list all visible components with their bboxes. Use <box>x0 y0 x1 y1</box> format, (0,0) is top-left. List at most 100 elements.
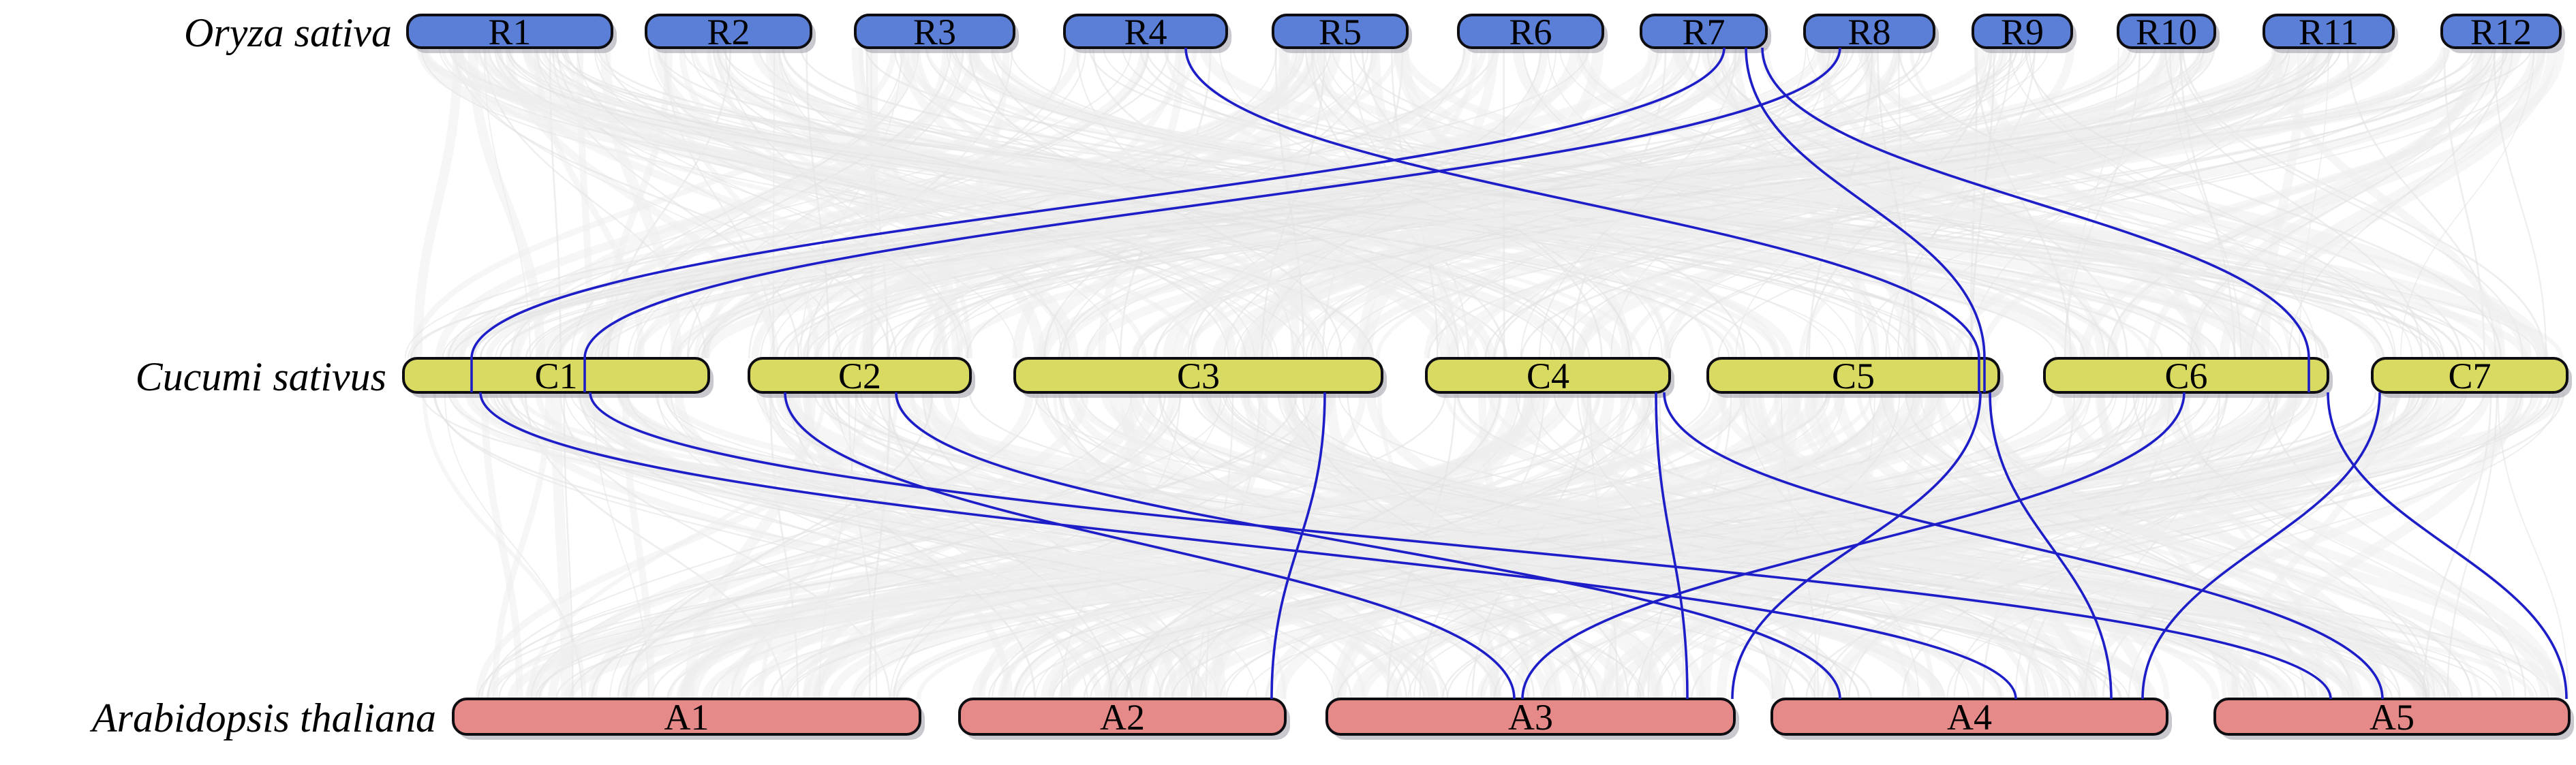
chromosome-label-R2: R2 <box>707 12 750 52</box>
background-link <box>507 392 2305 700</box>
background-link <box>1637 392 1901 700</box>
background-link <box>493 392 1591 700</box>
background-link <box>1045 392 1598 700</box>
chromosome-R7 <box>1640 14 1768 49</box>
background-link <box>1897 47 2463 359</box>
chromosome-R12 <box>2440 14 2562 49</box>
chromosome-R6 <box>1457 14 1604 49</box>
background-link <box>1163 47 2477 359</box>
chromosome-label-A2: A2 <box>1100 697 1145 738</box>
background-link <box>485 47 1992 359</box>
background-link <box>575 47 1329 359</box>
background-link <box>1972 392 2387 700</box>
background-link <box>1171 392 2468 700</box>
background-link <box>1745 392 2318 700</box>
chromosome-label-C7: C7 <box>2448 356 2491 396</box>
background-link <box>1124 392 2083 700</box>
background-link <box>532 392 1180 700</box>
background-link <box>1052 392 2421 700</box>
background-link <box>620 392 1145 700</box>
background-link <box>970 47 2078 359</box>
chromosome-label-C5: C5 <box>1832 356 1875 396</box>
background-link <box>495 47 2057 359</box>
background-link <box>800 47 2329 359</box>
background-link <box>1575 47 2267 359</box>
chromosome-R2 <box>645 14 812 49</box>
chromosome-C6 <box>2043 357 2329 394</box>
background-link <box>782 47 1835 359</box>
background-link <box>459 47 1320 359</box>
chromosome-C7 <box>2371 357 2569 394</box>
chromosome-label-C3: C3 <box>1177 356 1220 396</box>
chromosome-R9 <box>1972 14 2073 49</box>
background-link <box>1698 392 1800 700</box>
background-link <box>1159 392 1883 700</box>
background-link <box>910 47 1324 359</box>
chromosome-label-R3: R3 <box>913 12 956 52</box>
highlight-link-C4-A3 <box>1655 392 1689 700</box>
background-link <box>903 47 1500 359</box>
highlight-link-C3-A2 <box>1270 392 1326 700</box>
chromosome-label-R8: R8 <box>1847 12 1890 52</box>
chromosome-label-R1: R1 <box>488 12 531 52</box>
background-link <box>2147 47 2485 359</box>
background-link <box>1493 47 2036 359</box>
chromosome-C1 <box>402 357 710 394</box>
background-link <box>600 47 682 359</box>
chromosome-A2 <box>958 698 1287 736</box>
background-link <box>582 392 1435 700</box>
chromosome-label-C2: C2 <box>838 356 881 396</box>
background-link <box>1370 47 1457 359</box>
background-link <box>1490 392 1627 700</box>
chromosome-R3 <box>854 14 1015 49</box>
chromosome-label-C1: C1 <box>534 356 577 396</box>
background-link <box>570 47 919 359</box>
background-link <box>2009 47 2396 359</box>
highlight-link-R8-C1 <box>583 47 1841 392</box>
background-link <box>1738 392 2046 700</box>
background-link <box>1125 392 1501 700</box>
background-link <box>1672 47 2549 359</box>
highlight-link-C5-A4 <box>1989 392 2113 700</box>
background-link <box>1471 392 1589 700</box>
highlight-link-R7-C6 <box>1761 47 2310 392</box>
chromosome-A1 <box>452 698 921 736</box>
background-link <box>1484 47 2333 359</box>
background-link <box>450 47 1198 359</box>
background-link <box>851 47 964 359</box>
chromosome-R10 <box>2117 14 2216 49</box>
background-link <box>676 392 1745 700</box>
species-label-arabidopsis-thaliana: Arabidopsis thaliana <box>89 696 436 740</box>
chromosome-label-C6: C6 <box>2164 356 2207 396</box>
background-link <box>889 392 1222 700</box>
chromosome-A5 <box>2213 698 2571 736</box>
chromosome-label-A3: A3 <box>1508 697 1553 738</box>
highlight-link-C6-A5 <box>2327 392 2568 700</box>
background-link <box>2288 47 2504 359</box>
chromosome-label-R10: R10 <box>2136 12 2197 52</box>
background-link <box>2169 47 2242 359</box>
background-link <box>547 392 1034 700</box>
highlight-links <box>470 47 2568 700</box>
chromosome-label-C4: C4 <box>1527 356 1569 396</box>
chromosome-boxes <box>402 14 2571 736</box>
chromosome-R5 <box>1272 14 1409 49</box>
background-link <box>1974 47 2072 359</box>
background-link <box>1261 47 1557 359</box>
chromosome-A3 <box>1325 698 1736 736</box>
species-label-oryza-sativa: Oryza sativa <box>184 10 392 55</box>
background-link <box>991 47 1460 359</box>
highlight-link-C7-A4 <box>2141 392 2381 700</box>
background-link <box>1877 47 1916 359</box>
species-label-cucumi-sativus: Cucumi sativus <box>136 354 386 399</box>
background-link <box>887 392 1113 700</box>
background-link <box>487 392 1039 700</box>
background-link <box>2025 47 2502 359</box>
background-link <box>2189 47 2496 359</box>
chromosome-label-R7: R7 <box>1682 12 1725 52</box>
background-link <box>420 47 1305 359</box>
background-link <box>758 392 1397 700</box>
background-link <box>1199 46 2549 360</box>
background-link <box>1287 392 2097 700</box>
